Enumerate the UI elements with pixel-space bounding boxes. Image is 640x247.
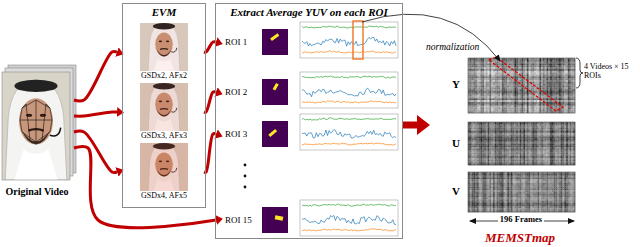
- figure-stage: Original VideoEVMGSDx2, AFx2GSDx3, AFx3G…: [0, 0, 640, 247]
